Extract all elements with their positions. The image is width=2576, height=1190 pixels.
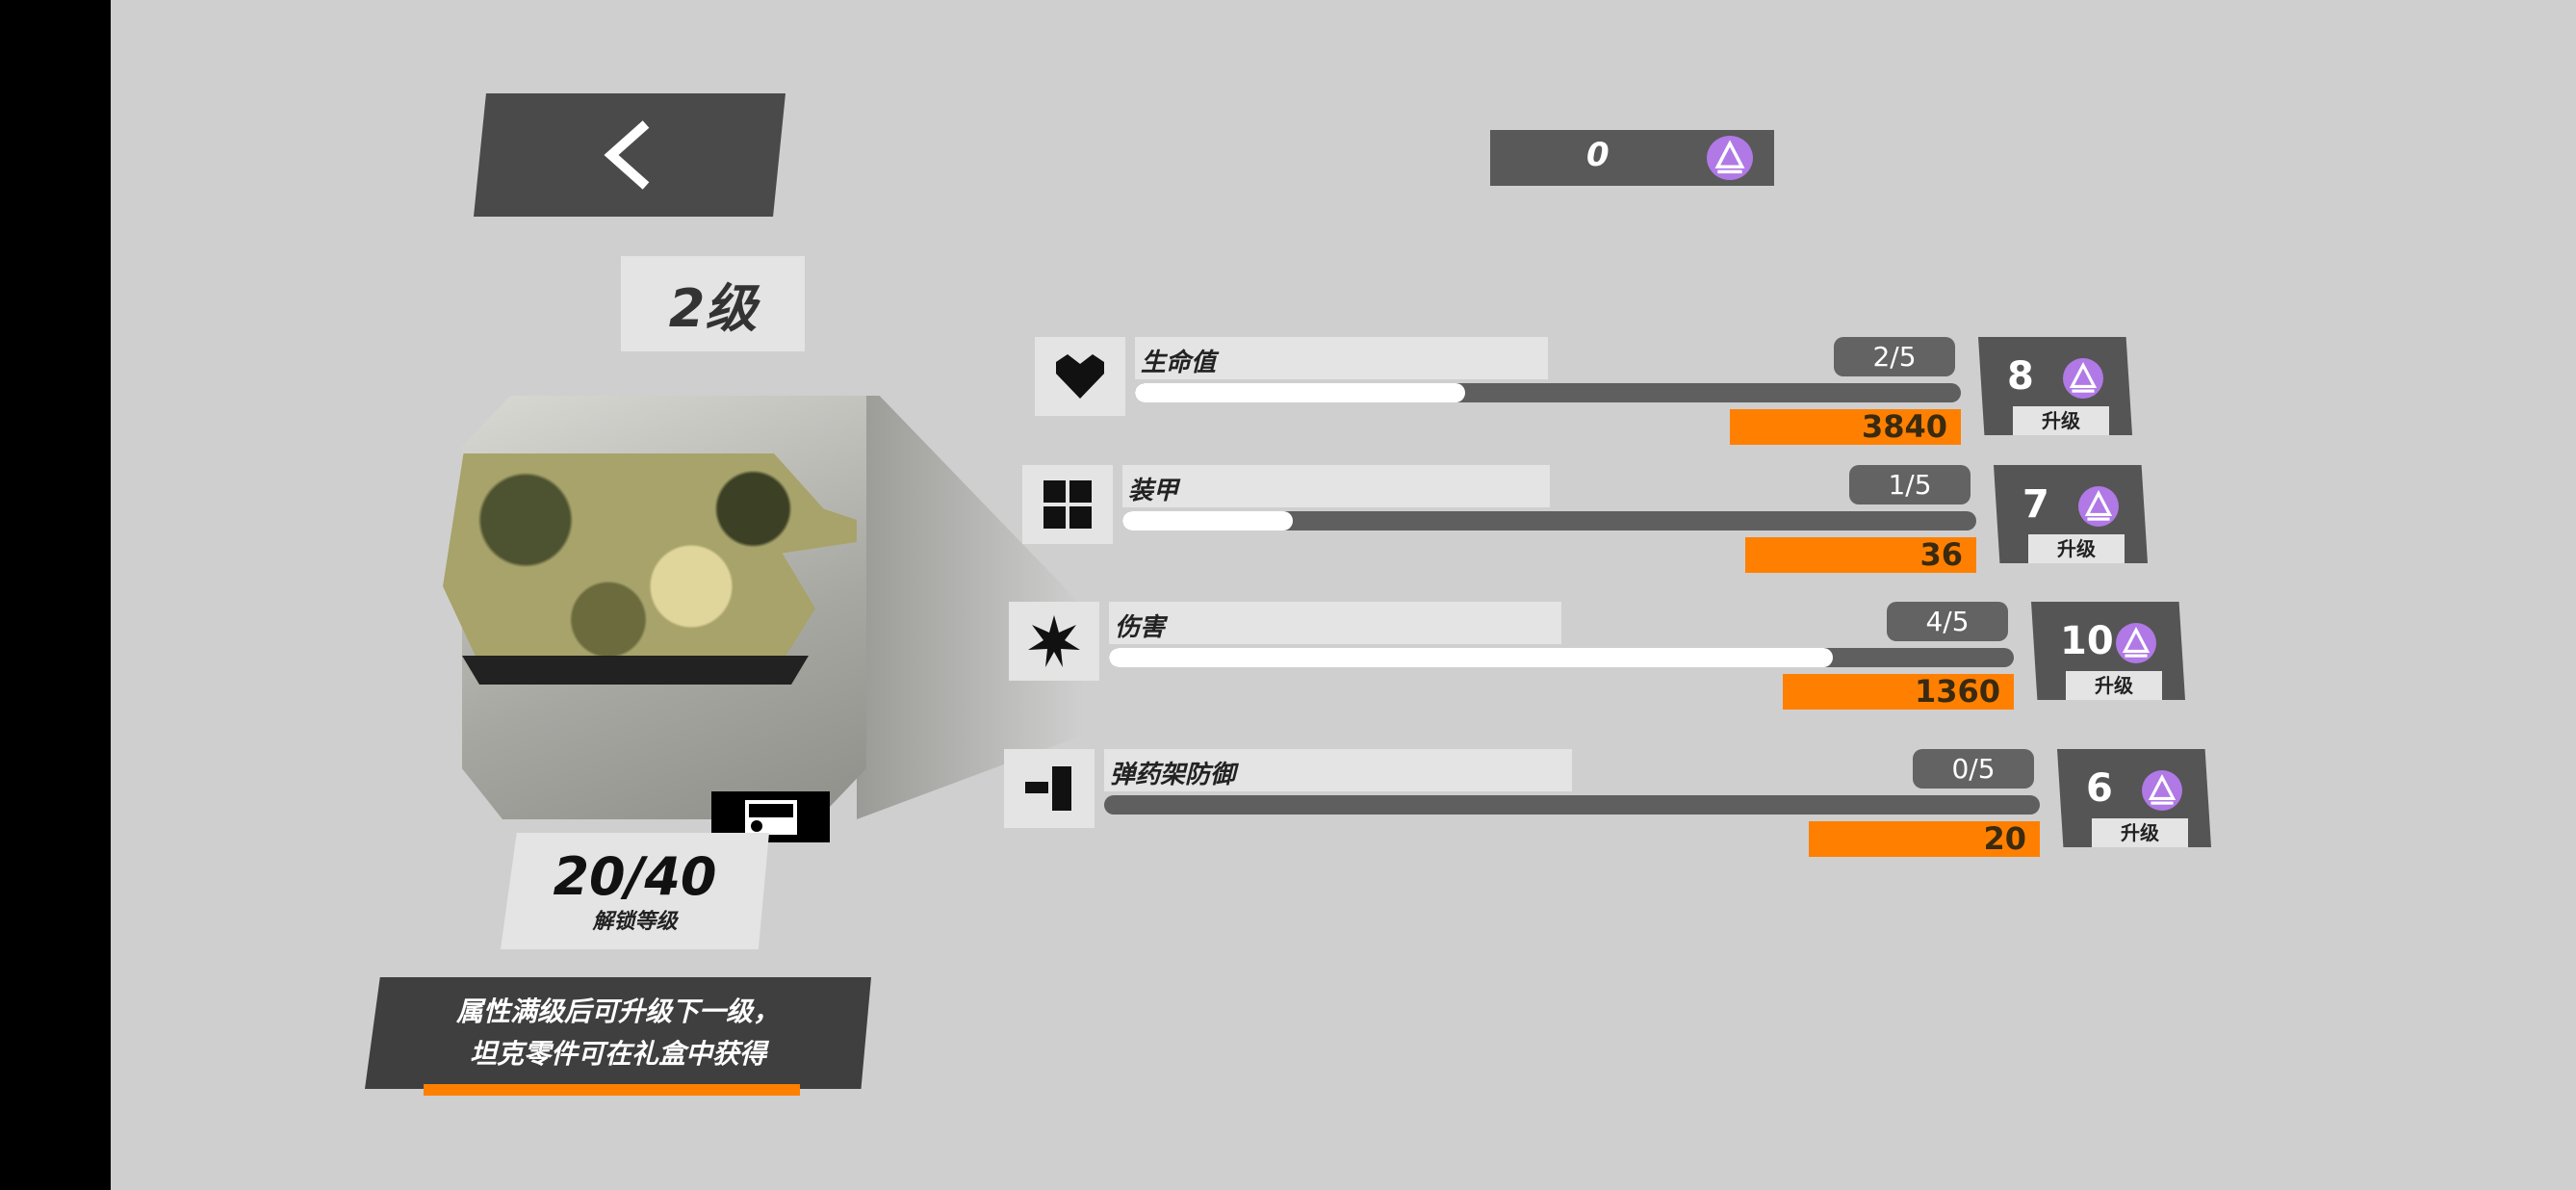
stat-progress-bar: [1135, 383, 1961, 402]
stat-row-health: 生命值 2/5 3840 8 升级: [1035, 337, 2132, 453]
stat-label: 装甲: [1122, 465, 1550, 507]
tip-box: 属性满级后可升级下一级， 坦克零件可在礼盒中获得: [365, 977, 871, 1089]
stat-progress-bar: [1122, 511, 1976, 530]
stat-label: 弹药架防御: [1104, 749, 1572, 791]
stat-progress-fill: [1135, 383, 1466, 402]
upgrade-label: 升级: [2013, 406, 2109, 435]
stat-count: 0/5: [1913, 749, 2034, 789]
currency-display: 0: [1490, 130, 1774, 186]
purple-gem-icon: [2142, 770, 2182, 811]
unlock-level-box: 20/40 解锁等级: [501, 833, 769, 949]
upgrade-cost: 6: [2086, 766, 2113, 811]
upgrade-label: 升级: [2092, 818, 2188, 847]
upgrade-cost: 8: [2007, 354, 2034, 399]
upgrade-button[interactable]: 8 升级: [1978, 337, 2132, 435]
upgrade-label: 升级: [2066, 671, 2162, 700]
stat-row-ammo-rack: 弹药架防御 0/5 20 6 升级: [1004, 749, 2211, 865]
purple-gem-icon: [2063, 358, 2103, 399]
chevron-left-icon: [604, 120, 650, 190]
stat-count: 1/5: [1849, 465, 1971, 504]
damage-star-icon: [1009, 602, 1099, 681]
ammo-rack-icon: [1004, 749, 1095, 828]
back-button[interactable]: [474, 93, 786, 217]
tip-line-2: 坦克零件可在礼盒中获得: [469, 1038, 766, 1070]
stat-label: 伤害: [1109, 602, 1561, 644]
stat-value: 20: [1809, 821, 2040, 857]
stat-count: 4/5: [1887, 602, 2008, 641]
stat-progress-fill: [1109, 648, 1833, 667]
purple-gem-icon: [2078, 486, 2119, 527]
stat-row-damage: 伤害 4/5 1360 10 升级: [1009, 602, 2185, 717]
stat-count: 2/5: [1834, 337, 1955, 376]
upgrade-cost: 7: [2022, 482, 2049, 527]
purple-gem-icon: [1707, 136, 1753, 180]
stat-value: 3840: [1730, 409, 1961, 445]
upgrade-cost: 10: [2060, 619, 2114, 663]
stat-row-armor: 装甲 1/5 36 7 升级: [1022, 465, 2148, 581]
unlock-level-label: 解锁等级: [592, 910, 678, 934]
upgrade-button[interactable]: 7 升级: [1994, 465, 2148, 563]
stat-progress-bar: [1104, 795, 2040, 815]
stat-value: 36: [1745, 537, 1976, 573]
heart-icon: [1035, 337, 1125, 416]
stat-value: 1360: [1783, 674, 2014, 710]
tank-model: [443, 386, 1084, 821]
left-black-bar: [0, 0, 111, 1190]
stat-label: 生命值: [1135, 337, 1548, 379]
tank-level-badge: 2级: [621, 256, 805, 351]
currency-value: 0: [1586, 136, 1610, 174]
stat-progress-bar: [1109, 648, 2014, 667]
tip-underline: [424, 1084, 800, 1096]
upgrade-label: 升级: [2028, 534, 2125, 563]
purple-gem-icon: [2116, 623, 2156, 663]
unlock-level-value: 20/40: [553, 846, 717, 907]
stat-progress-fill: [1122, 511, 1294, 530]
tip-line-1: 属性满级后可升级下一级，: [455, 996, 780, 1027]
upgrade-button[interactable]: 10 升级: [2031, 602, 2185, 700]
upgrade-button[interactable]: 6 升级: [2057, 749, 2211, 847]
armor-grid-icon: [1022, 465, 1113, 544]
